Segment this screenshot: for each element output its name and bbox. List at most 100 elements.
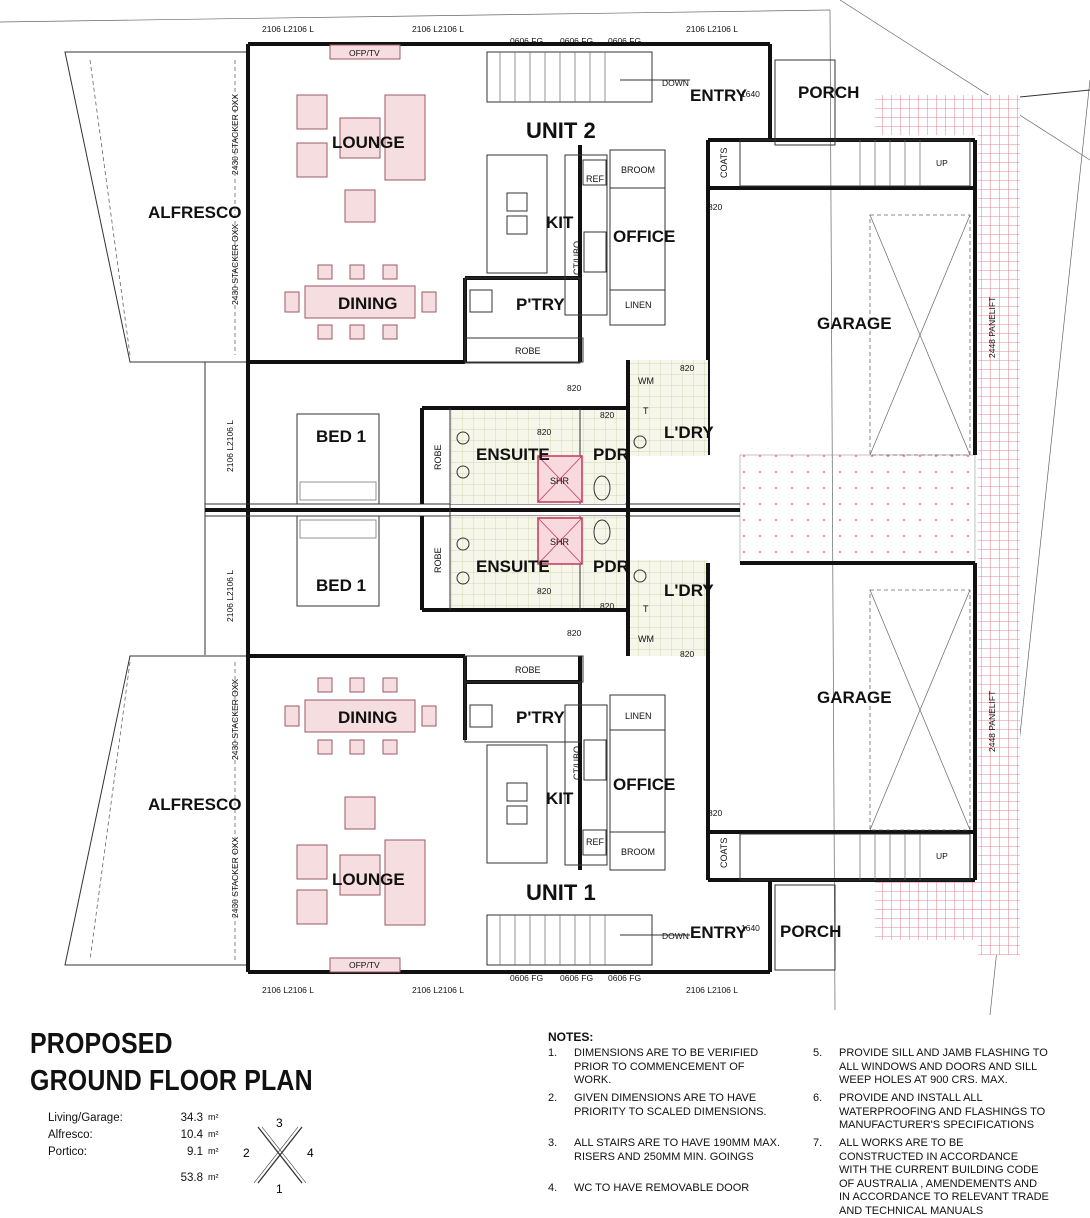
door-820-5: 820 [537, 427, 551, 437]
area-value: 34.3 [180, 1112, 203, 1124]
note-text: WC TO HAVE REMOVABLE DOOR [574, 1182, 750, 1194]
stacker-label-4: 2430 STACKER OXX [230, 837, 240, 918]
area-row: Alfresco: 10.4 m² [48, 1129, 219, 1146]
area-row: Living/Garage: 34.3 m² [48, 1112, 219, 1129]
paving-strip [978, 95, 1020, 955]
robe-vert-u1: ROBE [433, 547, 443, 573]
ensuite-label-u1: ENSUITE [476, 557, 550, 576]
compass-label-4: 4 [307, 1146, 314, 1160]
note-number: 6. [813, 1092, 823, 1104]
window-label-bot-1: 2106 L2106 L [262, 985, 314, 995]
door-820-6: 820 [537, 586, 551, 596]
coats-label-u1: COATS [719, 838, 729, 868]
porch-label-u2: PORCH [798, 83, 859, 102]
shr-label-u2: SHR [550, 476, 570, 486]
door-1640-2: 1640 [741, 923, 760, 933]
broom-label-u2: BROOM [621, 165, 655, 175]
note-text: ALL STAIRS ARE TO HAVE 190mm MAX. RISERS… [574, 1137, 781, 1163]
notes-block: NOTES: 1. DIMENSIONS ARE TO BE VERIFIED … [548, 1030, 1078, 1217]
alfresco-label-u1: ALFRESCO [148, 795, 242, 814]
laundry-label-u1: L'DRY [664, 581, 714, 600]
fg-label-bot-2: 0606 FG [560, 973, 593, 983]
note-number: 3. [548, 1137, 558, 1149]
note-number: 5. [813, 1047, 823, 1059]
area-name: Living/Garage: [48, 1112, 123, 1124]
note-text: ALL WORKS ARE TO BE CONSTRUCTED IN ACCOR… [839, 1137, 1049, 1217]
bed-window-label-2: 2106 L2106 L [225, 570, 235, 622]
garage-label-u1: GARAGE [817, 688, 892, 707]
robe-label-u1: ROBE [515, 665, 541, 675]
fg-label-bot-1: 0606 FG [510, 973, 543, 983]
area-schedule: Living/Garage: 34.3 m² Alfresco: 10.4 m²… [48, 1112, 219, 1189]
note-text: GIVEN DIMENSIONS ARE TO HAVE PRIORITY TO… [574, 1092, 767, 1118]
unit-2 [64, 42, 977, 456]
window-label-top-1: 2106 L2106 L [262, 24, 314, 34]
door-820-7: 820 [600, 601, 614, 611]
title-line-1: PROPOSED [30, 1028, 173, 1060]
note-text: PROVIDE AND INSTALL ALL WATERPROOFING AN… [839, 1092, 1046, 1131]
shr-label-u1: SHR [550, 537, 570, 547]
pdr-label-u1: PDR [593, 557, 629, 576]
porch-label-u1: PORCH [780, 922, 841, 941]
door-820-9: 820 [680, 649, 694, 659]
bed1-label-u2: BED 1 [316, 427, 366, 446]
down-label-1: DOWN [662, 78, 689, 88]
compass-label-2: 2 [243, 1146, 250, 1160]
window-label-bot-2: 2106 L2106 L [412, 985, 464, 995]
linen-label-u2: LINEN [625, 300, 652, 310]
notes-heading: NOTES: [548, 1030, 594, 1044]
kit-label-u1: KIT [546, 789, 574, 808]
area-name: Alfresco: [48, 1129, 93, 1141]
stacker-label-2: 2430 STACKER OXX [230, 224, 240, 305]
area-total-value: 53.8 [180, 1172, 203, 1184]
compass-label-3: 3 [276, 1116, 283, 1130]
note-text: PROVIDE SILL AND JAMB FLASHING TO ALL WI… [839, 1047, 1048, 1086]
down-label-2: DOWN [662, 931, 689, 941]
window-label-bot-3: 2106 L2106 L [686, 985, 738, 995]
area-value: 10.4 [180, 1129, 203, 1141]
door-820-8: 820 [567, 628, 581, 638]
up-label-2: UP [936, 851, 948, 861]
pantry-label-u1: P'TRY [516, 708, 565, 727]
area-total-row: 53.8 m² [48, 1172, 219, 1189]
room-labels: UNIT 2 UNIT 1 LOUNGE DINING ALFRESCO KIT… [148, 83, 892, 942]
central-band [204, 360, 740, 656]
floor-plan: UNIT 2 UNIT 1 LOUNGE DINING ALFRESCO KIT… [0, 0, 1090, 1016]
ensuite-label-u2: ENSUITE [476, 445, 550, 464]
door-820-3: 820 [680, 363, 694, 373]
paving-strip-top [875, 95, 980, 135]
note-number: 7. [813, 1137, 823, 1149]
door-820-4: 820 [600, 410, 614, 420]
dining-label-u2: DINING [338, 294, 398, 313]
fg-label-bot-3: 0606 FG [608, 973, 641, 983]
office-label-u1: OFFICE [613, 775, 675, 794]
fg-label-top-3: 0606 FG [608, 36, 641, 46]
dimension-labels: 2106 L2106 L 2106 L2106 L 2106 L2106 L 0… [225, 24, 997, 995]
orientation-compass: 3 2 4 1 [243, 1116, 314, 1195]
unit-1-label: UNIT 1 [526, 880, 596, 905]
up-label-1: UP [936, 158, 948, 168]
alfresco-label-u2: ALFRESCO [148, 203, 242, 222]
wm-label-u2: WM [638, 376, 654, 386]
fg-label-top-1: 0606 FG [510, 36, 543, 46]
coats-label-u2: COATS [719, 148, 729, 178]
robe-label-u2: ROBE [515, 346, 541, 356]
fg-label-top-2: 0606 FG [560, 36, 593, 46]
area-value: 9.1 [187, 1146, 203, 1158]
pantry-label-u2: P'TRY [516, 295, 565, 314]
wm-label-u1: WM [638, 634, 654, 644]
panelift-label-1: 2448 PANELIFT [987, 297, 997, 358]
area-unit: m² [208, 1146, 219, 1156]
area-name: Portico: [48, 1146, 87, 1158]
plan-title: PROPOSED GROUND FLOOR PLAN [30, 1026, 313, 1100]
area-unit: m² [208, 1112, 219, 1122]
courtyard [739, 454, 976, 564]
area-unit: m² [208, 1129, 219, 1139]
door-1640-1: 1640 [741, 89, 760, 99]
area-row: Portico: 9.1 m² [48, 1146, 219, 1163]
door-820-10: 820 [708, 808, 722, 818]
office-label-u2: OFFICE [613, 227, 675, 246]
note-number: 2. [548, 1092, 558, 1104]
unit-2-label: UNIT 2 [526, 118, 596, 143]
unit-1 [64, 561, 977, 974]
